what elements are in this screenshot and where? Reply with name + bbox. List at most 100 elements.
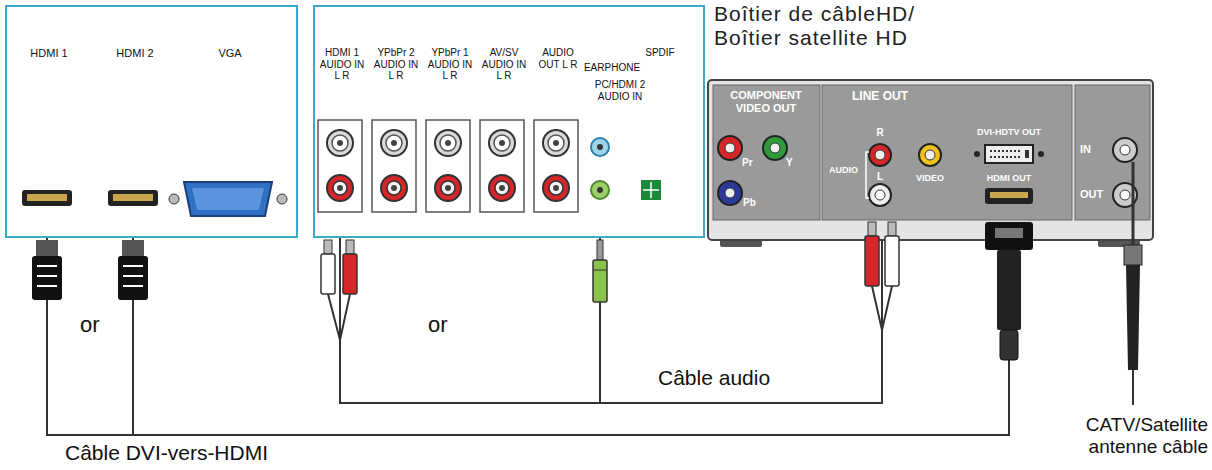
- rca-plug: [865, 236, 879, 286]
- hdmi-plug: [122, 240, 144, 256]
- or-label: or: [428, 312, 448, 337]
- set-top-box: [822, 85, 1072, 220]
- port-label: SPDIF: [642, 47, 678, 59]
- spdif-port: [641, 180, 661, 200]
- mini-jack: [591, 181, 609, 199]
- tv-audio-panel: HDMI 1 AUIDO IN L RYPbPr 2 AUDIO IN L RY…: [313, 5, 705, 238]
- component-jack: [718, 181, 742, 205]
- rca-jack: [543, 130, 569, 156]
- audio-jack-column: [372, 120, 416, 212]
- dvi-plug: [985, 222, 1033, 250]
- rca-plug: [324, 240, 332, 254]
- hdmi-port: [27, 194, 67, 201]
- rca-plug: [885, 236, 899, 286]
- antenna-plug: [1126, 265, 1140, 370]
- cable-connector: [340, 220, 882, 403]
- vga-port: [169, 182, 287, 216]
- hdmi-plug: [123, 266, 143, 286]
- mini-plug: [593, 240, 607, 302]
- hdmi-port: [22, 190, 72, 206]
- antenna-plug: [1124, 245, 1142, 265]
- component-jack: [763, 136, 787, 160]
- component-jack: [770, 143, 780, 153]
- set-top-box: [708, 80, 1153, 240]
- line-out-jack: [869, 184, 891, 206]
- port-label: YPbPr 2 AUDIO IN L R: [370, 47, 422, 82]
- vga-port: [184, 182, 272, 216]
- rca-plug: [321, 254, 335, 294]
- rca-jack: [327, 130, 353, 156]
- audio-jack-column: [318, 120, 578, 212]
- set-top-box: [713, 85, 820, 220]
- dvi-port: [990, 151, 1022, 157]
- port-label: AV/SV AUDIO IN L R: [478, 47, 530, 82]
- set-top-box: [1075, 85, 1150, 220]
- port-label: OUT: [1080, 188, 1103, 201]
- antenna-jack: [1120, 190, 1130, 200]
- rca-plug: [346, 240, 354, 254]
- component-section: COMPONENT VIDEO OUTPrYPb: [713, 85, 820, 220]
- line-out-jack: [866, 152, 869, 198]
- dvi-port: [974, 145, 1044, 163]
- port-label: Pr: [742, 157, 753, 169]
- vga-port: [169, 194, 179, 204]
- port-label: R: [872, 127, 888, 139]
- hdmi-out-port: [985, 188, 1033, 204]
- line-out-jack: [869, 144, 891, 166]
- line-out-jack: [875, 150, 885, 160]
- dvi-plug: [995, 228, 1023, 238]
- port-label: VGA: [200, 47, 260, 60]
- audio-jack-column: [480, 120, 524, 212]
- antenna-plug: [1132, 370, 1134, 405]
- hdmi-plug: [37, 266, 57, 286]
- rca-jack: [489, 175, 515, 201]
- hdmi-plug: [36, 240, 58, 256]
- port-label: HDMI 1: [19, 47, 79, 60]
- rca-plug: [888, 222, 896, 236]
- line-out-jack: [925, 150, 935, 160]
- port-label: AUDIO OUT L R: [532, 47, 584, 70]
- port-label: HDMI 2: [105, 47, 165, 60]
- dvi-plug: [1000, 330, 1018, 360]
- hdmi-plug: [32, 240, 148, 300]
- vga-port: [192, 188, 264, 210]
- mini-plug: [593, 260, 607, 302]
- port-label: DVI-HDTV OUT: [964, 127, 1054, 137]
- cable-name: Câble audio: [655, 366, 773, 390]
- mini-jack: [591, 138, 609, 199]
- component-jack: [718, 136, 787, 205]
- hdmi-out-port: [990, 192, 1028, 198]
- device-title: Boîtier de câbleHD/ Boîtier satellite HD: [714, 2, 964, 50]
- dvi-plug: [997, 250, 1021, 330]
- mini-plug: [597, 240, 603, 260]
- rca-jack: [381, 175, 407, 201]
- dvi-port: [974, 151, 980, 157]
- hdmi-plug: [32, 256, 62, 300]
- port-label: AUDIO: [829, 165, 858, 175]
- rca-plug: [343, 254, 357, 294]
- rca-plug: [872, 286, 892, 330]
- audio-jack-column: [318, 120, 362, 212]
- spdif-port: [641, 180, 661, 200]
- port-label: COMPONENT VIDEO OUT: [714, 89, 818, 114]
- hdmi-out-port: [985, 188, 1033, 204]
- mini-jack: [597, 144, 603, 150]
- port-label: HDMI 1 AUIDO IN L R: [316, 47, 368, 82]
- hdmi-port: [113, 194, 153, 201]
- dvi-plug: [985, 222, 1033, 360]
- port-label: IN: [1080, 143, 1091, 156]
- antenna-plug: [1132, 162, 1135, 245]
- rca-jack: [381, 130, 407, 156]
- cable-label: CATV/Satellite antenne câble: [1058, 414, 1208, 458]
- rca-plug: [328, 294, 350, 340]
- rca-jack: [489, 130, 515, 156]
- rca-jack: [543, 175, 569, 201]
- line-out-jack: [875, 190, 885, 200]
- mini-plug: [593, 270, 607, 271]
- rca-plug: [868, 222, 876, 236]
- audio-jack-column: [426, 120, 470, 212]
- component-jack: [725, 188, 735, 198]
- port-label: VIDEO: [908, 173, 952, 183]
- rca-jack: [327, 130, 569, 201]
